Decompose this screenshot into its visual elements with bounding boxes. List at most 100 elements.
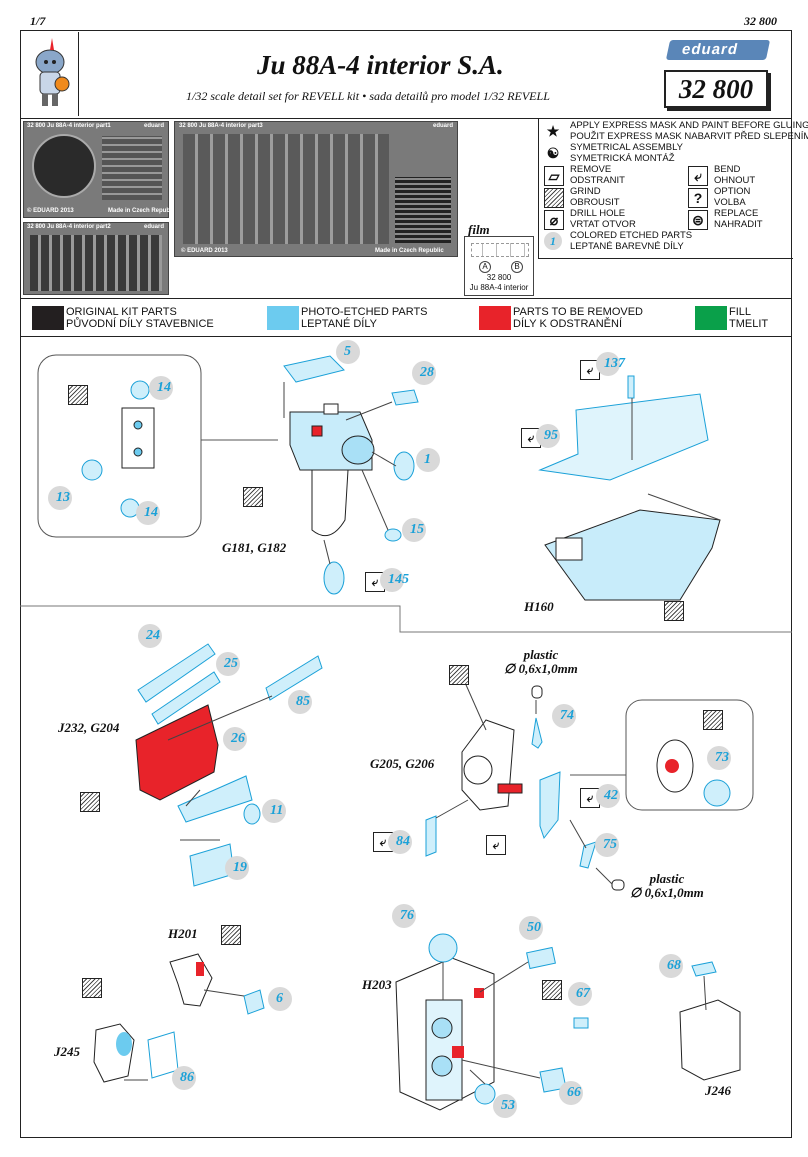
remove-icon: ▱	[544, 166, 564, 186]
option-icon: ?	[688, 188, 708, 208]
kit-label-h201: H201	[168, 926, 198, 941]
symbol-line-cz: POUŽIT EXPRESS MASK NABARVIT PŘED SLEPEN…	[570, 130, 808, 142]
symbol-line-en: COLORED ETCHED PARTS	[570, 230, 693, 241]
part-badge-85	[288, 690, 312, 714]
symbol-line-en: SYMETRICAL ASSEMBLY	[570, 142, 683, 153]
part-number: 14	[144, 505, 158, 520]
box-j232	[135, 704, 219, 801]
plastic-rod-bottom	[611, 879, 625, 891]
symbol-line-cz: NAHRADIT	[714, 218, 763, 230]
symbol-line-en: REPLACE	[714, 208, 759, 219]
bend-icon: ⤶	[688, 166, 708, 186]
part-84	[425, 815, 437, 857]
part-badge-75	[595, 833, 619, 857]
kit-label-h203: H203	[362, 977, 392, 992]
part-badge-95	[536, 424, 560, 448]
symbol-line-cz: ODSTRANIT	[570, 174, 625, 186]
kit-number-top: 32 800	[744, 14, 777, 28]
film-number: 32 800	[486, 273, 512, 282]
symbol-line-cz: VRTAT OTVOR	[570, 218, 636, 230]
grind-marker	[82, 978, 102, 998]
legend-line-en: ORIGINAL KIT PARTS	[66, 306, 177, 318]
symbol-line-cz: LEPTANÉ BAREVNÉ DÍLY	[570, 240, 684, 252]
part-number: 73	[715, 750, 729, 765]
washer-13	[81, 459, 103, 481]
symbol-line-cz: OBROUSIT	[570, 196, 620, 208]
part-badge-73	[707, 746, 731, 770]
legend-swatch	[32, 306, 64, 330]
red-h203	[474, 988, 484, 998]
part-badge-84	[388, 830, 412, 854]
part-74	[531, 717, 543, 749]
fret-part3-brand: eduard	[432, 123, 453, 129]
plastic-note-top: plastic ∅ 0,6x1,0mm	[504, 648, 578, 676]
instrument-panel-icon	[32, 134, 96, 198]
part-badge-15	[402, 518, 426, 542]
film-marker-a: A	[479, 261, 491, 273]
grind-marker	[703, 710, 723, 730]
part-badge-13	[48, 486, 72, 510]
part-badge-25	[216, 652, 240, 676]
symbol-line-cz: VOLBA	[714, 196, 746, 208]
panel-24	[137, 643, 216, 703]
part-number: 145	[388, 572, 409, 587]
legend-line-en: PHOTO-ETCHED PARTS	[301, 306, 428, 318]
part-badge-1	[416, 448, 440, 472]
part-badge-86	[172, 1066, 196, 1090]
part-15	[384, 528, 402, 542]
fret-region-border	[20, 118, 792, 299]
plastic-word: plastic	[649, 871, 685, 886]
fret-part3-body	[183, 134, 389, 244]
symbol-line-en: APPLY EXPRESS MASK AND PAINT BEFORE GLUI…	[570, 120, 808, 131]
grind-marker	[80, 792, 100, 812]
drill-icon: ⌀	[544, 210, 564, 230]
bracket-detail	[121, 407, 155, 469]
gear-73	[703, 779, 731, 807]
section-lines	[20, 605, 792, 633]
part-badge-26	[223, 727, 247, 751]
plate-28	[391, 389, 419, 406]
kit-label-g205: G205, G206	[370, 756, 435, 771]
film-marker-b: B	[511, 261, 523, 273]
red-stub	[497, 783, 523, 794]
part-badge-14	[149, 376, 173, 400]
subtitle-bullet: •	[362, 89, 367, 103]
red-h203-b	[452, 1046, 464, 1058]
symmetry-icon: ☯	[546, 145, 560, 161]
part-badge-137	[596, 352, 620, 376]
part-number: 67	[576, 986, 590, 1001]
fret-part2-label: 32 800 Ju 88A-4 interior part2	[27, 224, 111, 230]
floor-h160	[544, 509, 721, 601]
part-number: 84	[396, 834, 410, 849]
detail-bubble	[37, 354, 754, 811]
legend-swatch	[267, 306, 299, 330]
header-band	[20, 30, 792, 119]
bracket-42	[539, 771, 561, 840]
star-icon: ★	[546, 123, 560, 139]
part-badge-5	[336, 340, 360, 364]
colored-part-icon: 1	[544, 232, 562, 250]
symbol-line-en: DRILL HOLE	[570, 208, 626, 219]
gunsight-assembly	[289, 403, 375, 537]
kit-label-j232: J232, G204	[58, 720, 120, 735]
symbol-line-cz: OHNOUT	[714, 174, 756, 186]
symbol-line-en: OPTION	[714, 186, 751, 197]
kit-label-g181: G181, G182	[222, 540, 287, 555]
part-badge-42	[596, 784, 620, 808]
legend-line-cz: DÍLY K ODSTRANĚNÍ	[513, 318, 623, 330]
part-number: 75	[603, 837, 617, 852]
page-title: Ju 88A-4 interior S.A.	[257, 50, 504, 80]
part-number: 25	[224, 656, 238, 671]
subtitle: 1/32 scale detail set for REVELL kit • s…	[186, 89, 550, 104]
page-number: 1/7	[30, 14, 46, 28]
fret-part1-made: Made in Czech Republic	[108, 208, 177, 214]
plastic-rod-top	[531, 685, 543, 699]
plate-50	[526, 946, 556, 970]
